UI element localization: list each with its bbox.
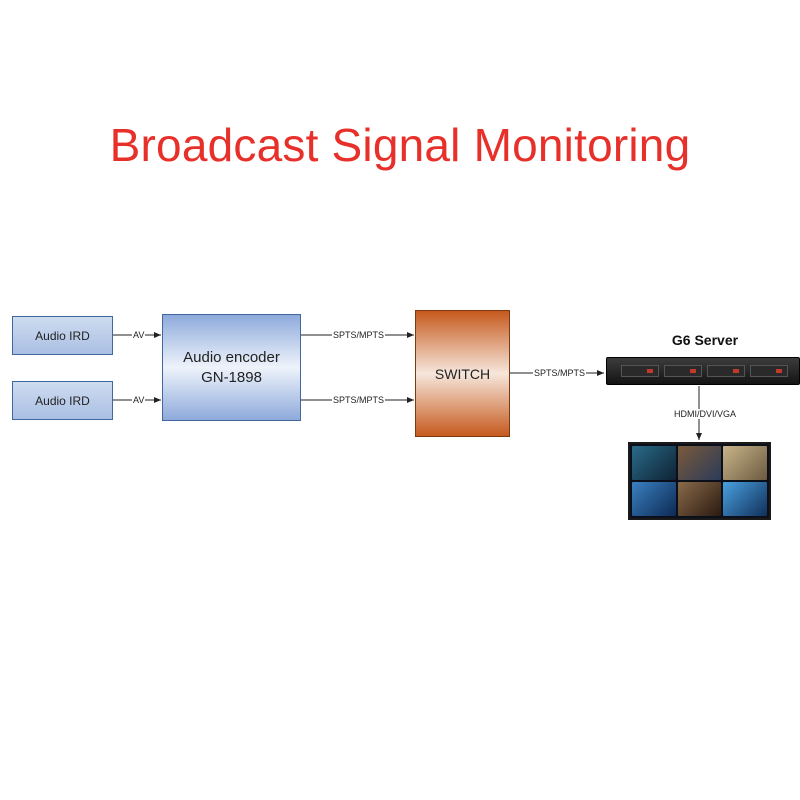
audio-ird-top: Audio IRD <box>12 316 113 355</box>
multiview-monitor-icon <box>628 442 771 520</box>
drive-bay-icon <box>621 365 659 377</box>
audio-encoder: Audio encoder GN-1898 <box>162 314 301 421</box>
label-av-top: AV <box>132 330 146 340</box>
audio-encoder-model: GN-1898 <box>201 368 262 386</box>
label-hdmi-dvi-vga: HDMI/DVI/VGA <box>673 409 738 419</box>
video-tile <box>632 482 676 516</box>
rack-server-icon <box>606 357 800 385</box>
video-tile <box>677 482 722 516</box>
label-spts-mpts-bottom: SPTS/MPTS <box>332 395 386 405</box>
server-title: G6 Server <box>671 332 739 348</box>
audio-ird-top-label: Audio IRD <box>35 328 90 343</box>
switch-node: SWITCH <box>415 310 510 437</box>
video-tile <box>723 446 767 480</box>
audio-encoder-name: Audio encoder <box>183 348 280 366</box>
video-tile <box>723 482 767 516</box>
audio-ird-bottom-label: Audio IRD <box>35 393 90 408</box>
drive-bay-icon <box>664 365 702 377</box>
drive-bay-icon <box>707 365 745 377</box>
diagram-title: Broadcast Signal Monitoring <box>109 119 691 171</box>
video-tile <box>677 446 722 480</box>
switch-label: SWITCH <box>434 365 491 382</box>
audio-ird-bottom: Audio IRD <box>12 381 113 420</box>
video-tile <box>632 446 676 480</box>
label-spts-mpts-top: SPTS/MPTS <box>332 330 386 340</box>
label-av-bottom: AV <box>132 395 146 405</box>
drive-bay-icon <box>750 365 788 377</box>
label-spts-mpts-server: SPTS/MPTS <box>533 368 587 378</box>
